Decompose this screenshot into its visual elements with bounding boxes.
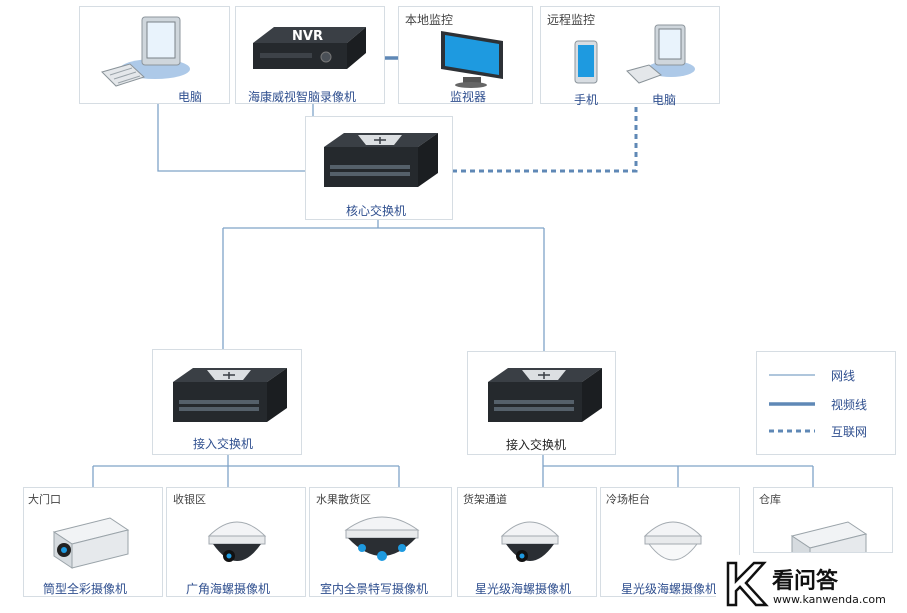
- camera-label-5: 星光级海螺摄像机: [621, 582, 718, 596]
- watermark-url: www.kanwenda.com: [773, 593, 886, 606]
- dome-camera-icon: [207, 521, 267, 562]
- panoramic-camera-icon: [344, 516, 420, 561]
- switch-icon: [488, 368, 602, 422]
- monitor-icon: [441, 31, 503, 88]
- dome-camera-icon: [500, 521, 560, 562]
- camera-label-1: 筒型全彩摄像机: [43, 582, 128, 596]
- desktop-computer-icon: [626, 24, 695, 84]
- camera-area-2: 收银区: [173, 493, 206, 506]
- legend-network-label: 网线: [831, 369, 856, 383]
- core-switch-label: 核心交换机: [346, 204, 407, 218]
- legend-video-label: 视频线: [831, 398, 868, 412]
- access-switch-box-right: 接入交换机: [467, 351, 616, 455]
- switch-icon: [324, 133, 438, 187]
- camera-area-3: 水果散货区: [316, 493, 371, 506]
- remote-monitoring-title: 远程监控: [547, 13, 596, 27]
- legend-internet-label: 互联网: [831, 425, 868, 439]
- nvr-label: 海康威视智脑录像机: [248, 90, 357, 104]
- camera-box-3: 水果散货区 室内全景特写摄像机: [309, 487, 452, 597]
- camera-area-4: 货架通道: [463, 493, 507, 506]
- access-switch-label-left: 接入交换机: [193, 437, 254, 451]
- camera-box-1: 大门口 筒型全彩摄像机: [23, 487, 163, 597]
- camera-label-3: 室内全景特写摄像机: [320, 582, 429, 596]
- right-access-camera-lines: [542, 455, 814, 487]
- camera-area-1: 大门口: [28, 493, 61, 506]
- mobile-phone-icon: [574, 40, 598, 84]
- watermark-logo-icon: [726, 561, 769, 607]
- nvr-box: NVR 海康威视智脑录像机: [235, 6, 385, 104]
- pc-label: 电脑: [178, 90, 203, 104]
- core-switch-box: 核心交换机: [305, 116, 453, 220]
- access-switch-box-left: 接入交换机: [152, 349, 302, 455]
- dome-camera-icon: [643, 521, 703, 561]
- bullet-camera-icon: [790, 521, 868, 552]
- camera-box-6: 仓库: [753, 487, 893, 553]
- legend: 网线 视频线 互联网: [756, 351, 896, 455]
- watermark: 看问答 www.kanwenda.com: [716, 555, 907, 613]
- core-to-remote-internet-line: [452, 106, 638, 173]
- camera-label-4: 星光级海螺摄像机: [475, 582, 572, 596]
- phone-label: 手机: [574, 93, 599, 107]
- pc-box: 电脑: [79, 6, 230, 104]
- local-monitoring-title: 本地监控: [405, 13, 454, 27]
- bullet-camera-icon: [52, 517, 130, 569]
- legend-swatches: [769, 374, 815, 433]
- camera-area-6: 仓库: [759, 493, 781, 506]
- nvr-recorder-icon: [253, 27, 366, 69]
- remote-monitoring-box: 远程监控 手机 电脑: [540, 6, 720, 107]
- pc-to-core-line: [157, 104, 306, 172]
- remote-pc-label: 电脑: [652, 93, 677, 107]
- camera-box-2: 收银区 广角海螺摄像机: [166, 487, 306, 597]
- switch-icon: [173, 368, 287, 422]
- camera-area-5: 冷场柜台: [606, 493, 650, 506]
- monitor-label: 监视器: [450, 90, 487, 104]
- access-switch-label-right: 接入交换机: [506, 438, 567, 452]
- local-monitoring-box: 本地监控 监视器: [398, 6, 533, 104]
- nvr-badge: NVR: [292, 29, 323, 44]
- desktop-computer-icon: [101, 16, 190, 87]
- core-to-access-lines: [222, 220, 545, 351]
- camera-box-4: 货架通道 星光级海螺摄像机: [457, 487, 597, 597]
- left-access-camera-lines: [92, 455, 400, 487]
- remote-devices-icons: [574, 24, 695, 84]
- watermark-brand: 看问答: [772, 569, 839, 594]
- camera-label-2: 广角海螺摄像机: [186, 582, 271, 596]
